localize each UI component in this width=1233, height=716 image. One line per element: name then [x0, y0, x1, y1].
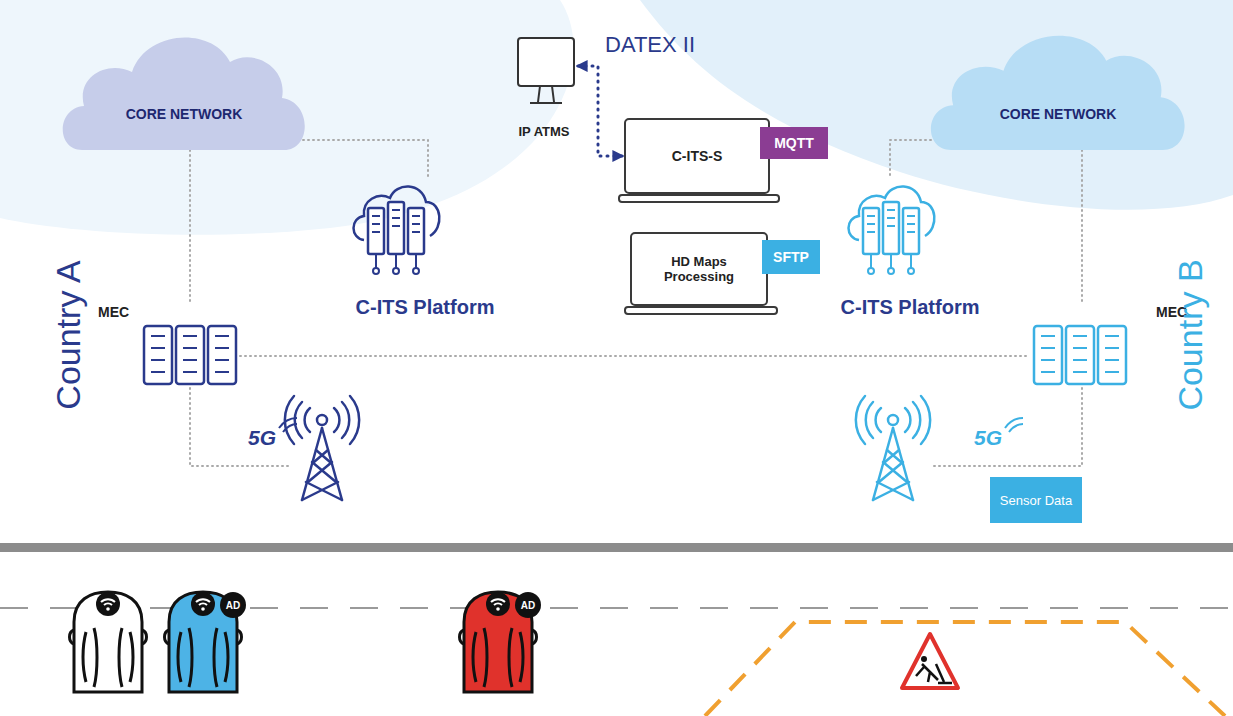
- dotted-connector: [1081, 150, 1083, 302]
- protocol-badge: MQTT: [760, 127, 828, 159]
- network-label: 5G: [248, 426, 276, 450]
- node-icon: [928, 20, 1188, 150]
- node-text: AD: [521, 600, 535, 611]
- laptop-box: C-ITS-S: [624, 118, 770, 194]
- node-text: HD Maps Processing: [648, 254, 750, 284]
- node-icon: [1030, 324, 1130, 388]
- node-icon: [845, 178, 937, 278]
- protocol-badge: SFTP: [762, 240, 820, 274]
- node-icon: [350, 178, 442, 278]
- data-badge: Sensor Data: [990, 477, 1082, 523]
- node-text: C-ITS Platform: [335, 296, 515, 319]
- node-text: IP ATMS: [504, 124, 584, 139]
- node-text: SFTP: [773, 249, 809, 265]
- network-label: 5G: [974, 426, 1002, 450]
- ad-badge: AD: [220, 592, 246, 618]
- node-text: CORE NETWORK: [60, 106, 308, 122]
- platform-node: C-ITS Platform: [820, 178, 1000, 323]
- country-label: Country A: [49, 235, 91, 435]
- node-text: MEC: [98, 304, 129, 320]
- dotted-connector: [240, 355, 1030, 357]
- ip-atms-monitor: IP ATMS: [504, 36, 584, 142]
- dotted-connector: [298, 140, 428, 178]
- node-icon: [60, 22, 308, 150]
- protocol-label: DATEX II: [605, 32, 695, 58]
- node-text: C-ITS-S: [672, 148, 723, 164]
- node-icon: [618, 194, 780, 204]
- dotted-connector: [890, 140, 936, 178]
- mec-server: MEC: [1030, 302, 1195, 388]
- mec-server: MEC: [98, 302, 246, 388]
- node-text: Sensor Data: [1000, 493, 1072, 508]
- laptop-box: HD Maps Processing: [630, 232, 768, 306]
- node-icon: [140, 324, 240, 388]
- ad-badge: AD: [515, 592, 541, 618]
- country-label: Country B: [1171, 235, 1213, 435]
- node-text: C-ITS Platform: [820, 296, 1000, 319]
- core-network-cloud: CORE NETWORK: [60, 22, 308, 150]
- platform-node: C-ITS Platform: [335, 178, 515, 323]
- core-network-cloud: CORE NETWORK: [928, 20, 1188, 150]
- node-text: AD: [226, 600, 240, 611]
- dotted-connector: [578, 66, 622, 156]
- node-text: CORE NETWORK: [928, 106, 1188, 122]
- dotted-connector: [189, 150, 191, 302]
- node-icon: [516, 36, 576, 108]
- node-text: MQTT: [774, 135, 814, 151]
